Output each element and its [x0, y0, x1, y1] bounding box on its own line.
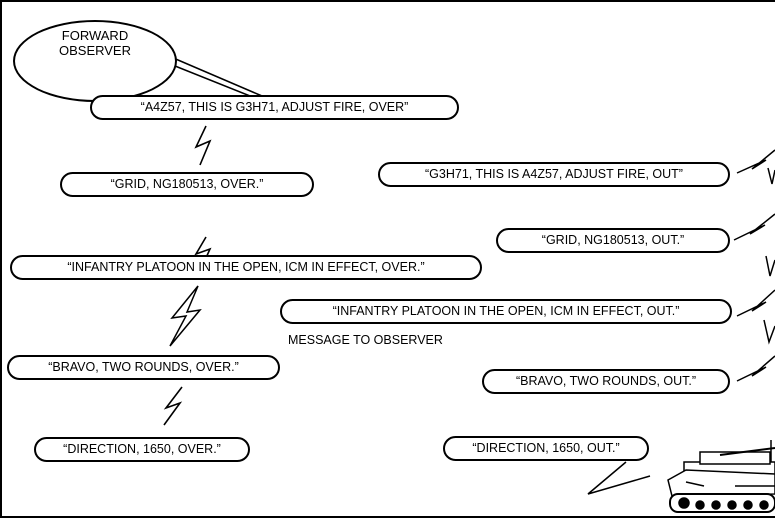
arrow-head-icon	[767, 167, 775, 185]
observer-label-line2: OBSERVER	[58, 43, 131, 58]
observer-message: “A4Z57, THIS IS G3H71, ADJUST FIRE, OVER…	[90, 95, 459, 120]
forward-observer-oval	[13, 20, 177, 102]
lightning-bolt-icon	[163, 386, 183, 426]
lightning-bolt-icon	[194, 125, 212, 166]
message-to-observer-caption: MESSAGE TO OBSERVER	[288, 333, 443, 347]
arrow-head-icon	[763, 319, 775, 345]
observer-message: “INFANTRY PLATOON IN THE OPEN, ICM IN EF…	[10, 255, 482, 280]
fdc-message: “INFANTRY PLATOON IN THE OPEN, ICM IN EF…	[280, 299, 732, 324]
observer-message: “BRAVO, TWO ROUNDS, OVER.”	[7, 355, 280, 380]
fdc-speech-tail	[587, 461, 651, 495]
fdc-message: “G3H71, THIS IS A4Z57, ADJUST FIRE, OUT”	[378, 162, 730, 187]
arrow-head-icon	[765, 255, 775, 277]
lightning-bolt-icon	[736, 355, 775, 382]
fdc-message: “BRAVO, TWO ROUNDS, OUT.”	[482, 369, 730, 394]
lightning-bolt-icon	[169, 285, 202, 347]
lightning-bolt-icon	[736, 149, 775, 174]
fdc-message: “GRID, NG180513, OUT.”	[496, 228, 730, 253]
forward-observer-label: FORWARD OBSERVER	[40, 28, 150, 58]
howitzer-vehicle-icon	[667, 447, 775, 513]
observer-label-line1: FORWARD	[61, 28, 129, 43]
lightning-bolt-icon	[733, 213, 775, 241]
observer-message: “DIRECTION, 1650, OVER.”	[34, 437, 250, 462]
fdc-message: “DIRECTION, 1650, OUT.”	[443, 436, 649, 461]
lightning-bolt-icon	[736, 289, 775, 317]
observer-message: “GRID, NG180513, OVER.”	[60, 172, 314, 197]
